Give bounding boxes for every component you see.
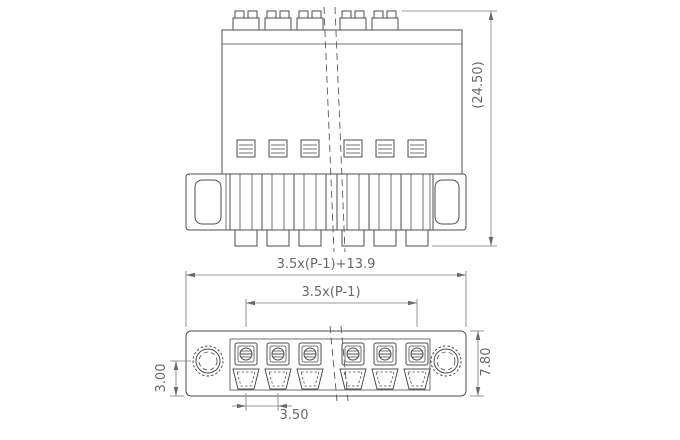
dimension-overall-height: (24.50) xyxy=(402,10,497,247)
flange-slot-left xyxy=(194,179,222,225)
latch-tab xyxy=(232,10,260,31)
terminal-position-plan xyxy=(264,342,292,390)
latch-tab xyxy=(371,10,399,31)
break-line xyxy=(340,325,349,402)
plan-inner-body-outline xyxy=(229,338,431,391)
break-line xyxy=(334,6,346,253)
front-view xyxy=(185,6,467,253)
dim-overall-width-label: 3.5x(P-1)+13.9 xyxy=(277,257,376,272)
terminal-position-plan xyxy=(339,342,367,390)
plan-view xyxy=(185,325,467,402)
terminal-position-plan xyxy=(296,342,324,390)
break-line xyxy=(323,6,335,253)
flange-slot-right xyxy=(434,179,460,225)
latch-tab xyxy=(296,10,324,31)
dimension-pitch: 3.50 xyxy=(232,393,308,423)
break-line xyxy=(329,325,338,402)
terminal-position-plan xyxy=(371,342,399,390)
latch-tab xyxy=(339,10,367,31)
terminal-position-plan xyxy=(232,342,260,390)
dim-overall-height-label: (24.50) xyxy=(471,61,486,108)
dimension-overall-width: 3.5x(P-1)+13.9 xyxy=(185,257,467,327)
dimension-body-depth: 7.80 xyxy=(470,330,494,397)
dim-mount-offset-label: 3.00 xyxy=(154,364,169,393)
plan-body-outline xyxy=(185,330,467,397)
mount-hole-washer-right xyxy=(430,345,462,377)
dim-pitch-label: 3.50 xyxy=(280,408,309,423)
dim-pin-span-label: 3.5x(P-1) xyxy=(301,285,360,300)
dimension-pin-span: 3.5x(P-1) xyxy=(245,285,418,327)
terminal-position-plan xyxy=(403,342,431,390)
mount-hole-washer-left xyxy=(192,345,224,377)
front-flange-outline xyxy=(185,173,467,231)
latch-tab xyxy=(264,10,292,31)
dimension-mount-offset: 3.00 xyxy=(154,360,191,397)
dim-body-depth-label: 7.80 xyxy=(479,348,494,377)
